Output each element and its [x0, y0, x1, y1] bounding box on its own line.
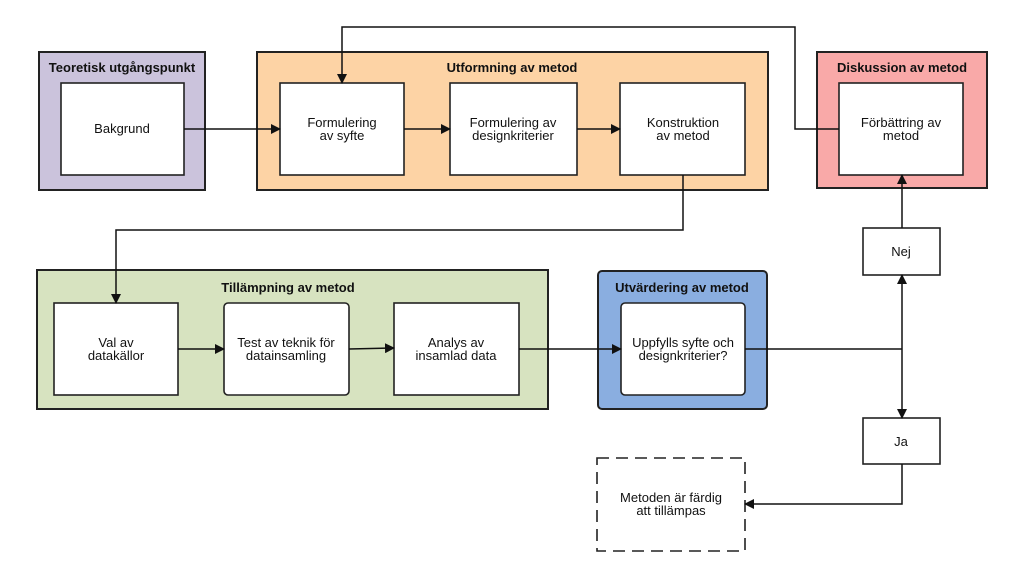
node-fardig: Metoden är färdig att tillämpas	[596, 457, 746, 552]
node-label: Analys av	[428, 335, 485, 350]
node-label: Formulering	[307, 115, 376, 130]
node-analys: Analys av insamlad data	[393, 302, 520, 396]
node-label: insamlad data	[416, 348, 498, 363]
node-uppfylls: Uppfylls syfte och designkriterier?	[620, 302, 746, 396]
group-title: Utformning av metod	[447, 60, 578, 75]
node-nej: Nej	[862, 227, 941, 276]
node-label: datakällor	[88, 348, 145, 363]
node-test: Test av teknik för datainsamling	[223, 302, 350, 396]
node-label: Uppfylls syfte och	[632, 335, 734, 350]
arrow-konstruktion-val	[111, 175, 684, 304]
node-konstruktion: Konstruktion av metod	[619, 82, 746, 176]
group-title: Teoretisk utgångspunkt	[49, 60, 196, 75]
node-label: att tillämpas	[636, 503, 706, 518]
edges	[111, 26, 907, 509]
node-label: Metoden är färdig	[620, 490, 722, 505]
node-formulering-syfte: Formulering av syfte	[279, 82, 405, 176]
node-label: designkriterier	[472, 128, 554, 143]
arrow-test-analys	[348, 343, 395, 354]
node-label: Förbättring av	[861, 115, 942, 130]
node-label: Val av	[98, 335, 134, 350]
node-forbattring: Förbättring av metod	[838, 82, 964, 176]
group-title: Tillämpning av metod	[221, 280, 354, 295]
node-label: Konstruktion	[647, 115, 719, 130]
arrow-ja-fardig	[744, 464, 903, 509]
node-label: Ja	[894, 434, 909, 449]
node-val: Val av datakällor	[53, 302, 179, 396]
group-title: Diskussion av metod	[837, 60, 967, 75]
node-bakgrund: Bakgrund	[60, 82, 185, 176]
node-label: Formulering av	[470, 115, 557, 130]
node-label: datainsamling	[246, 348, 326, 363]
arrow-forbattring-syfte	[337, 26, 839, 130]
node-label: Bakgrund	[94, 121, 150, 136]
node-label: av syfte	[320, 128, 365, 143]
node-label: Nej	[891, 244, 911, 259]
node-formulering-design: Formulering av designkriterier	[449, 82, 578, 176]
node-label: Test av teknik för	[237, 335, 335, 350]
group-title: Utvärdering av metod	[615, 280, 749, 295]
node-label: designkriterier?	[639, 348, 728, 363]
node-label: metod	[883, 128, 919, 143]
node-ja: Ja	[862, 417, 941, 465]
node-label: av metod	[656, 128, 709, 143]
